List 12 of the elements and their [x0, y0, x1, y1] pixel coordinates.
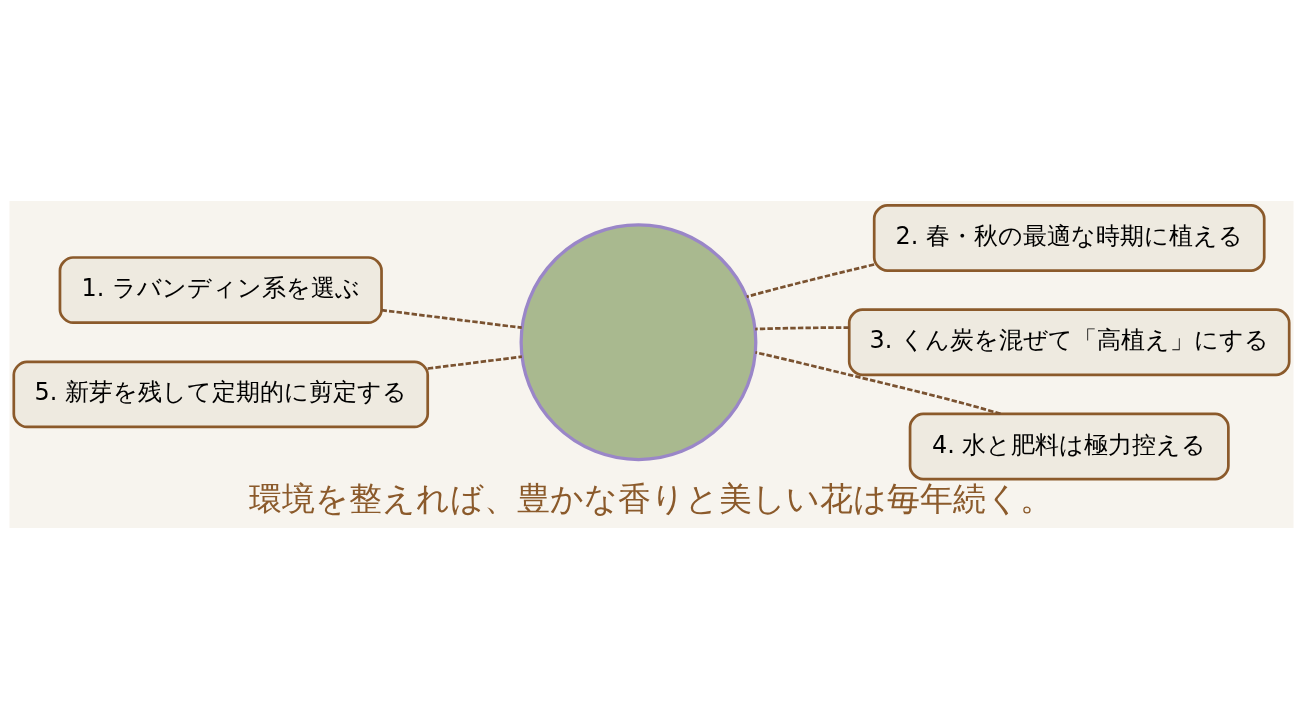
node-circle	[519, 222, 758, 461]
connector	[755, 325, 849, 330]
node-box: 2. 春・秋の最適な時期に植える	[872, 203, 1266, 272]
node-box: 4. 水と肥料は極力控える	[908, 412, 1230, 480]
node-box: 3. くん炭を混ぜて「高植え」にする	[847, 307, 1291, 376]
connector	[381, 308, 522, 329]
connector	[746, 262, 875, 298]
connector	[755, 350, 1001, 415]
caption: 環境を整えれば、豊かな香りと美しい花は毎年続く。	[249, 479, 1054, 518]
node-box: 1. ラバンディン系を選ぶ	[58, 255, 383, 324]
connector	[427, 354, 523, 370]
node-box: 5. 新芽を残して定期的に剪定する	[12, 359, 430, 428]
